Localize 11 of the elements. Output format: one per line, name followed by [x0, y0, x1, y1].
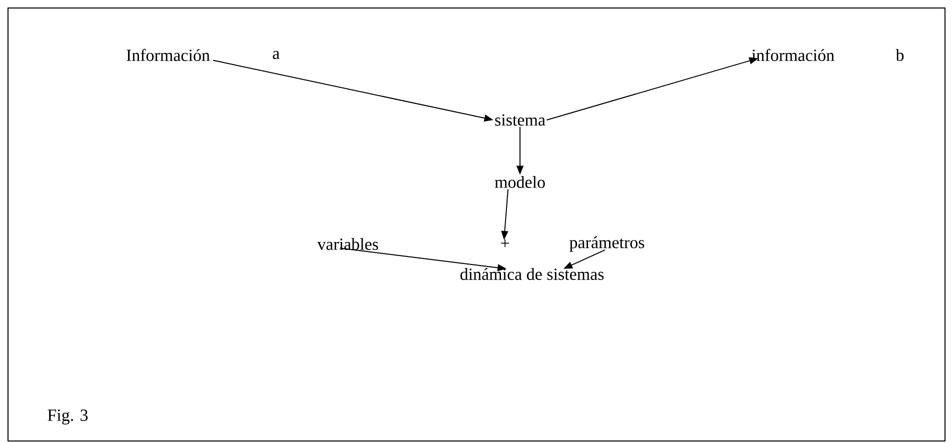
node-text: información	[752, 48, 834, 62]
plus-sign: +	[501, 239, 509, 248]
node-text: modelo	[494, 176, 545, 188]
node-text: variables	[317, 238, 378, 250]
label: b	[896, 49, 904, 61]
caption: Fig. 3	[48, 410, 88, 424]
node-text: Información	[126, 48, 210, 62]
node-text: parámetros	[570, 236, 644, 252]
node-text: dinámica de sistemas	[460, 268, 604, 280]
label: a	[272, 50, 280, 60]
node-text: sistema	[495, 114, 546, 126]
